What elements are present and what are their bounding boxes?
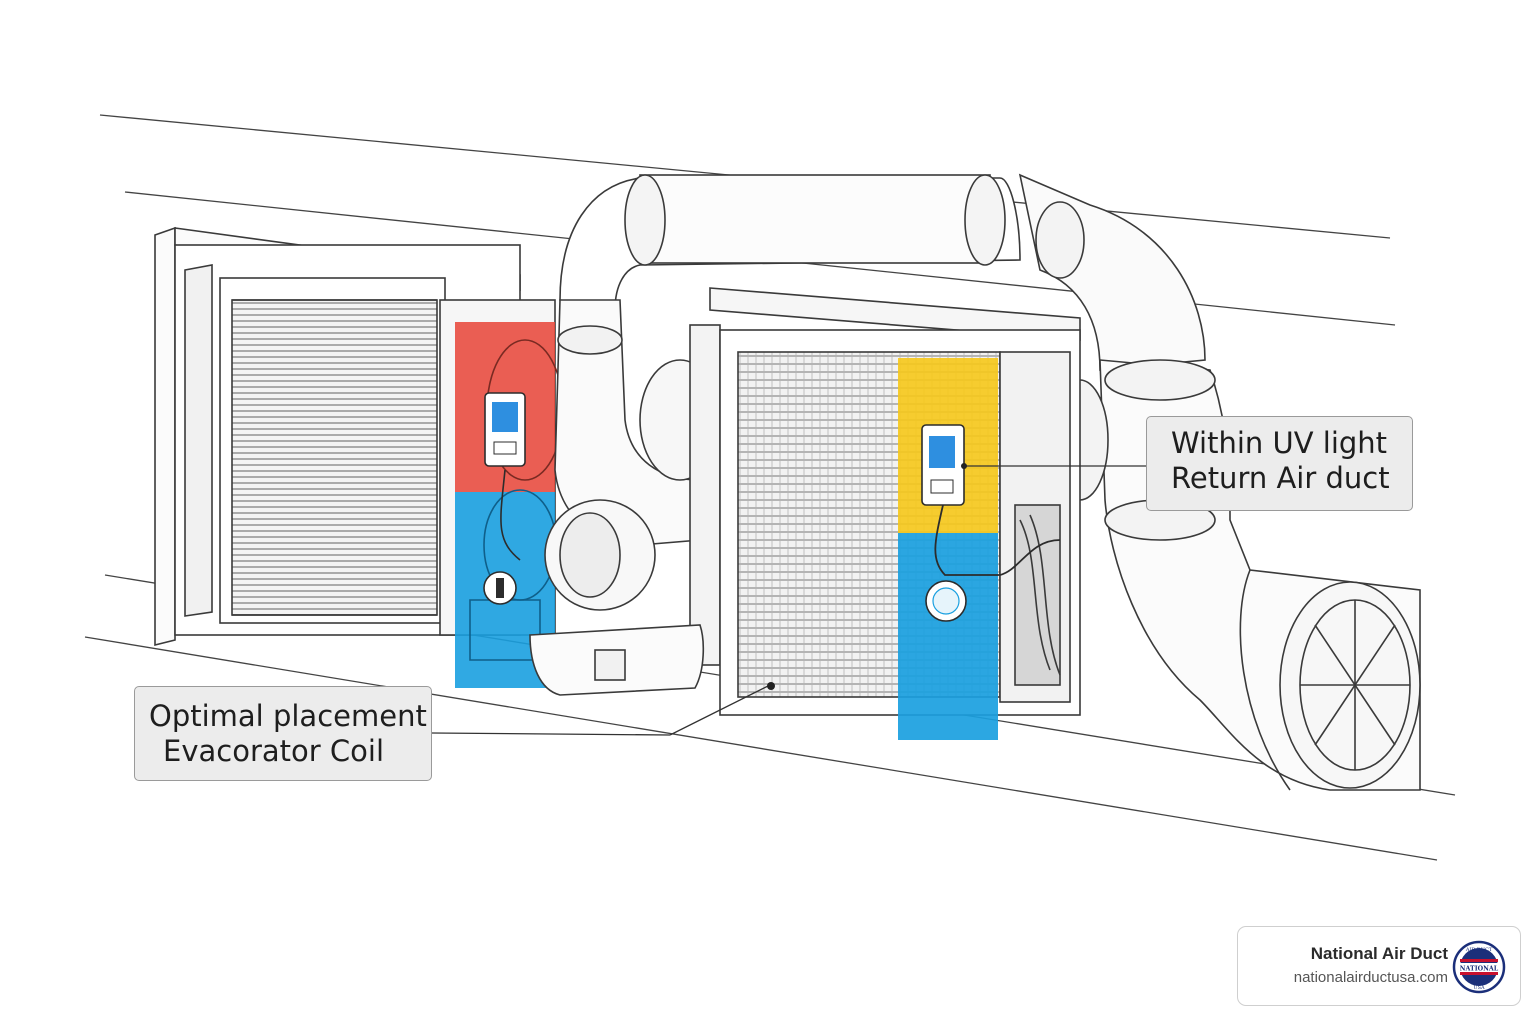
uv-controller-icon	[921, 424, 965, 506]
leader-end-dot	[961, 463, 967, 469]
svg-text:NATIONAL: NATIONAL	[1460, 966, 1499, 973]
callout-line: Evacorator Coil	[163, 734, 384, 768]
brand-card[interactable]: National Air Duct nationalairductusa.com…	[1237, 926, 1521, 1006]
uv-bulb-icon	[925, 580, 967, 622]
callout-optimal-placement: Optimal placement Evacorator Coil	[134, 686, 432, 781]
leader-end-dot	[767, 682, 775, 690]
brand-url[interactable]: nationalairductusa.com	[1293, 969, 1448, 986]
callout-line: Optimal placement	[149, 699, 427, 733]
callout-line: Within UV light	[1171, 426, 1388, 460]
brand-name: National Air Duct	[1310, 944, 1448, 963]
uv-controller-icon	[484, 392, 526, 467]
callout-uv-light: Within UV light Return Air duct	[1146, 416, 1413, 511]
uv-cable	[934, 504, 1061, 576]
callout-leaders	[431, 465, 1146, 736]
callout-line: Return Air duct	[1171, 461, 1390, 495]
drain-box	[529, 624, 705, 696]
national-logo-icon: NATIONAL AIR DUCT USA	[1452, 940, 1506, 994]
svg-text:AIR DUCT: AIR DUCT	[1465, 947, 1493, 953]
uv-bulb-icon	[483, 571, 517, 605]
svg-text:USA: USA	[1473, 985, 1485, 991]
right-blue-zone	[898, 533, 998, 740]
right-unit-cabinet	[689, 287, 1081, 716]
fan-grille-icon	[1239, 569, 1421, 791]
